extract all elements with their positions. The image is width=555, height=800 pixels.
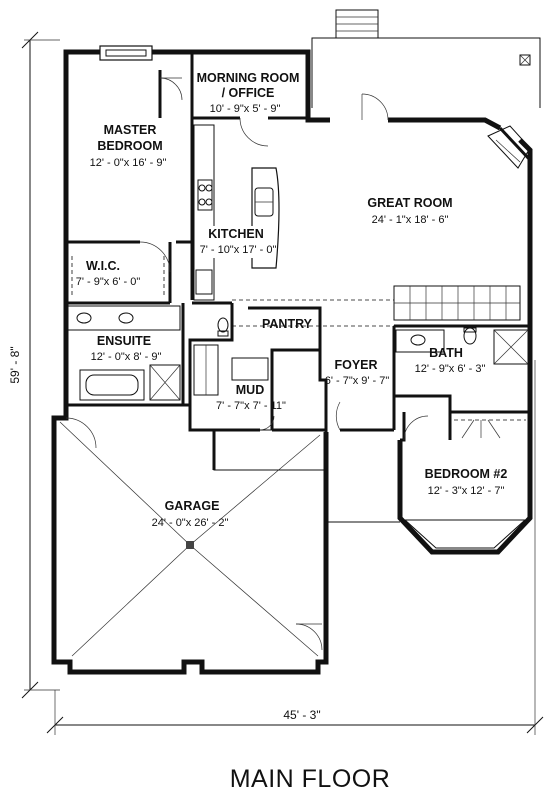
powder-toilet [217, 317, 229, 337]
ensuite-size: 12' - 0"x 8' - 9" [91, 351, 162, 363]
room-bedroom2: BEDROOM #2 12' - 3"x 12' - 7" [425, 467, 508, 497]
bath-vanity [395, 329, 445, 353]
kitchen-name: KITCHEN [208, 227, 264, 241]
garage-floor-slope [59, 421, 321, 657]
great-room-bay-window [487, 125, 532, 169]
width-dimension-line [46, 360, 544, 735]
ensuite-name: ENSUITE [97, 334, 151, 348]
foyer-name: FOYER [334, 358, 377, 372]
kitchen-size: 7' - 10"x 17' - 0" [200, 244, 277, 256]
kitchen-counters [193, 124, 215, 301]
morning-room-name-line2: / OFFICE [222, 86, 275, 100]
wic-name: W.I.C. [86, 259, 120, 273]
room-foyer: FOYER 6' - 7"x 9' - 7" [325, 358, 390, 387]
garage-name: GARAGE [165, 499, 220, 513]
plan-title: MAIN FLOOR [230, 765, 391, 793]
morning-room-name-line1: MORNING ROOM [197, 71, 300, 85]
depth-dimension-line [21, 31, 60, 699]
pantry-name: PANTRY [262, 317, 313, 331]
room-garage: GARAGE 24' - 0"x 26' - 2" [152, 499, 229, 529]
bath-shower [493, 329, 529, 365]
mud-room-bench [193, 344, 269, 396]
wic-size: 7' - 9"x 6' - 0" [76, 276, 141, 288]
overhead-lines [232, 299, 394, 327]
morning-room-size: 10' - 9"x 5' - 9" [210, 103, 281, 115]
room-bath: BATH 12' - 9"x 6' - 3" [415, 346, 486, 375]
room-wic: W.I.C. 7' - 9"x 6' - 0" [76, 259, 141, 288]
room-mud: MUD 7' - 7"x 7' - 11" [216, 383, 286, 412]
bedroom2-closet [454, 419, 526, 439]
ensuite-shower [149, 364, 181, 401]
master-window [99, 45, 153, 61]
garage-step [213, 429, 327, 471]
room-morning-room: MORNING ROOM / OFFICE 10' - 9"x 5' - 9" [197, 71, 300, 115]
great-room-name: GREAT ROOM [367, 196, 452, 210]
room-ensuite: ENSUITE 12' - 0"x 8' - 9" [91, 334, 162, 363]
room-pantry: PANTRY [262, 317, 313, 331]
garage-size: 24' - 0"x 26' - 2" [152, 517, 229, 529]
depth-dimension-label: 59' - 8" [8, 346, 22, 383]
bedroom2-size: 12' - 3"x 12' - 7" [428, 485, 505, 497]
room-kitchen: KITCHEN 7' - 10"x 17' - 0" [200, 226, 277, 258]
foyer-size: 6' - 7"x 9' - 7" [325, 375, 390, 387]
mud-name: MUD [236, 383, 264, 397]
room-great-room: GREAT ROOM 24' - 1"x 18' - 6" [367, 196, 452, 226]
great-room-size: 24' - 1"x 18' - 6" [372, 214, 449, 226]
bedroom2-bay-window [403, 519, 527, 549]
mud-size: 7' - 7"x 7' - 11" [216, 400, 286, 412]
master-bedroom-name-line2: BEDROOM [97, 139, 162, 153]
interior-walls [66, 52, 530, 470]
rear-deck [311, 9, 541, 108]
master-bedroom-size: 12' - 0"x 16' - 9" [90, 157, 167, 169]
master-bedroom-name-line1: MASTER [104, 123, 157, 137]
staircase [393, 285, 521, 321]
width-dimension-label: 45' - 3" [283, 708, 320, 722]
bath-size: 12' - 9"x 6' - 3" [415, 363, 486, 375]
bath-toilet [463, 327, 477, 345]
bath-name: BATH [429, 346, 463, 360]
ensuite-tub [79, 369, 145, 401]
bedroom2-name: BEDROOM #2 [425, 467, 508, 481]
room-master-bedroom: MASTER BEDROOM 12' - 0"x 16' - 9" [90, 123, 167, 169]
ensuite-vanity [67, 305, 181, 331]
